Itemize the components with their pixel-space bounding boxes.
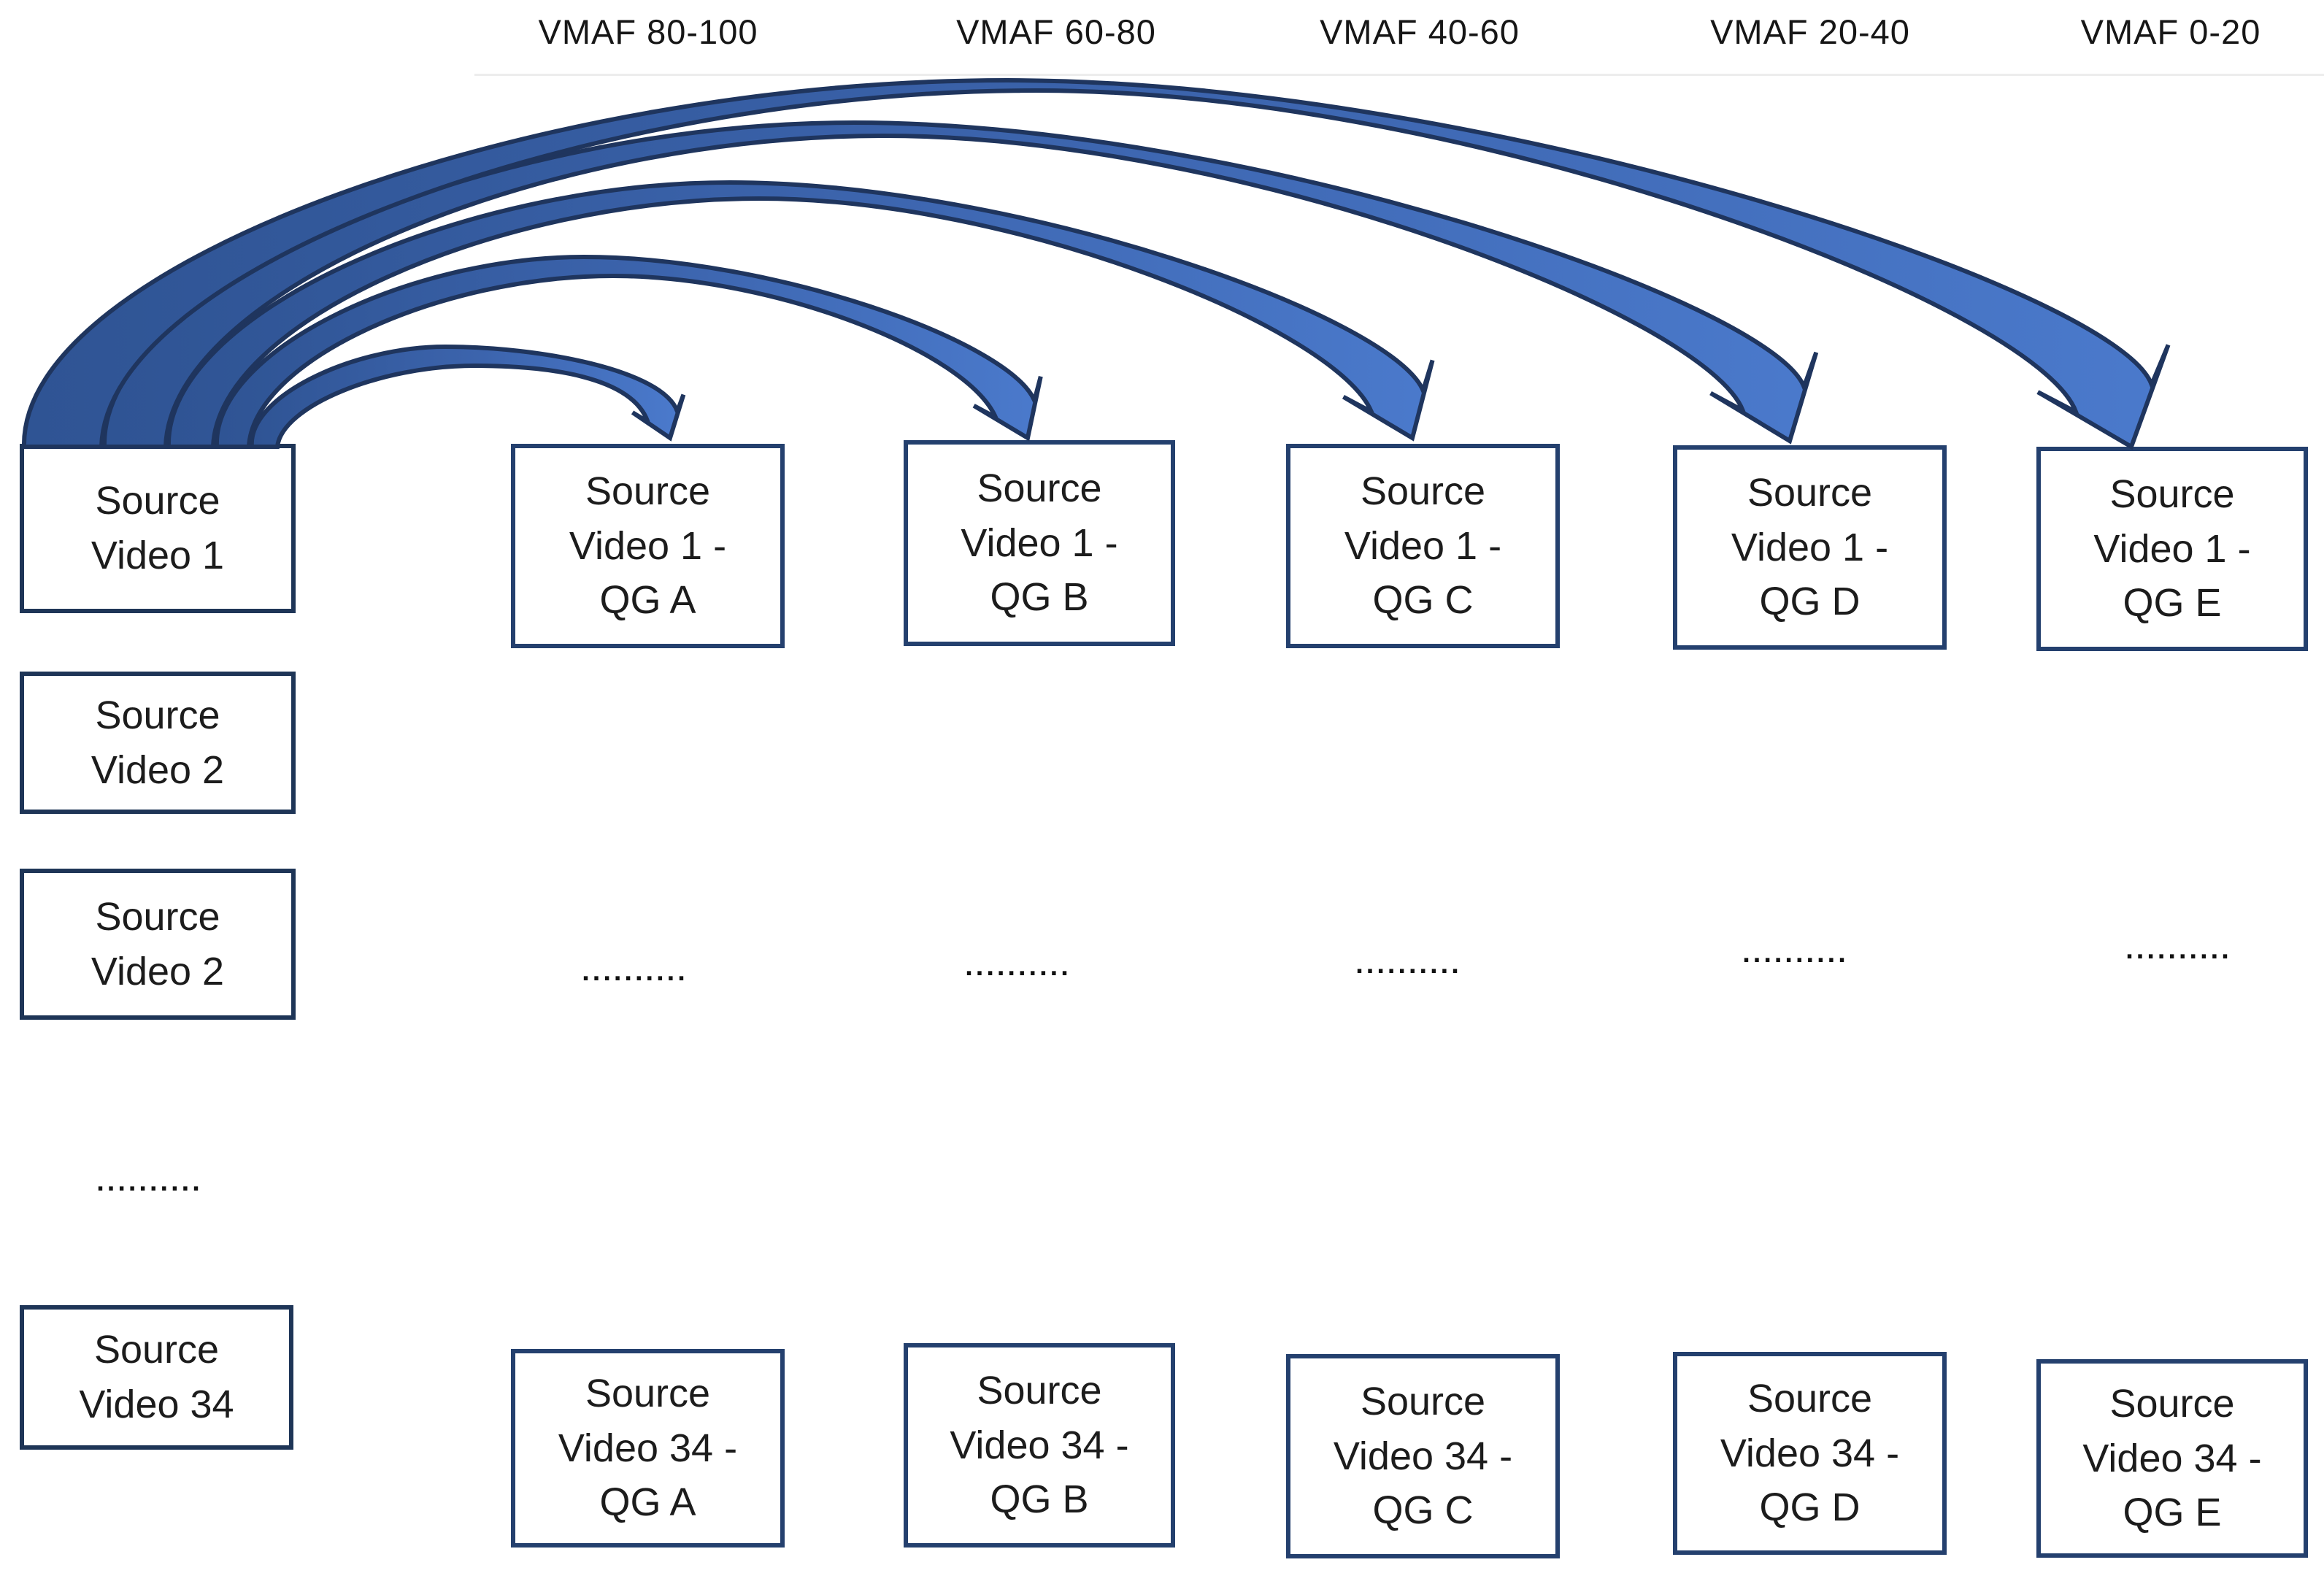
vmaf-range-label-20-40: VMAF 20-40 (1710, 12, 1910, 51)
column-ellipsis-qg-b: .......... (965, 951, 1071, 982)
box-source-video-2: Source Video 2 (20, 672, 296, 814)
arrow-source-video-1-to-qg-d: Source Video 1 → Source Video 1 - QG D (… (101, 120, 1819, 449)
box-source-video-34-qg-d: Source Video 34 - QG D (1673, 1352, 1947, 1555)
arrow-source-video-1-to-qg-c: Source Video 1 → Source Video 1 - QG C (… (166, 180, 1435, 449)
column-ellipsis-qg-a: .......... (582, 956, 688, 987)
vmaf-range-label-80-100: VMAF 80-100 (538, 12, 758, 51)
box-source-video-1-qg-a: Source Video 1 - QG A (511, 444, 785, 648)
vmaf-range-label-40-60: VMAF 40-60 (1320, 12, 1520, 51)
box-source-video-34-qg-b: Source Video 34 - QG B (904, 1343, 1175, 1548)
vmaf-range-label-0-20: VMAF 0-20 (2080, 12, 2261, 51)
box-source-video-1: Source Video 1 (20, 444, 296, 613)
arrow-source-video-1-to-qg-b: Source Video 1 → Source Video 1 - QG B (… (214, 254, 1043, 449)
box-source-video-1-qg-e: Source Video 1 - QG E (2036, 447, 2308, 651)
box-source-video-34-qg-a: Source Video 34 - QG A (511, 1349, 785, 1548)
box-source-video-34-qg-c: Source Video 34 - QG C (1286, 1354, 1560, 1558)
column-ellipsis-qg-e: .......... (2125, 934, 2232, 965)
box-source-video-2b: Source Video 2 (20, 869, 296, 1020)
box-source-video-1-qg-b: Source Video 1 - QG B (904, 440, 1175, 646)
column-ellipsis-qg-c: .......... (1355, 949, 1462, 980)
header-divider-line (474, 74, 2324, 76)
box-source-video-1-qg-c: Source Video 1 - QG C (1286, 444, 1560, 648)
column-ellipsis-qg-d: .......... (1742, 938, 1849, 969)
arrow-source-video-1-to-qg-e: Source Video 1 → Source Video 1 - QG E (… (21, 77, 2171, 450)
box-source-video-1-qg-d: Source Video 1 - QG D (1673, 445, 1947, 650)
box-source-video-34: Source Video 34 (20, 1305, 293, 1450)
box-source-video-34-qg-e: Source Video 34 - QG E (2036, 1359, 2308, 1558)
source-column-ellipsis: .......... (96, 1166, 203, 1197)
vmaf-range-label-60-80: VMAF 60-80 (956, 12, 1156, 51)
arrow-source-video-1-to-qg-a: Source Video 1 → Source Video 1 - QG A (… (249, 344, 686, 449)
